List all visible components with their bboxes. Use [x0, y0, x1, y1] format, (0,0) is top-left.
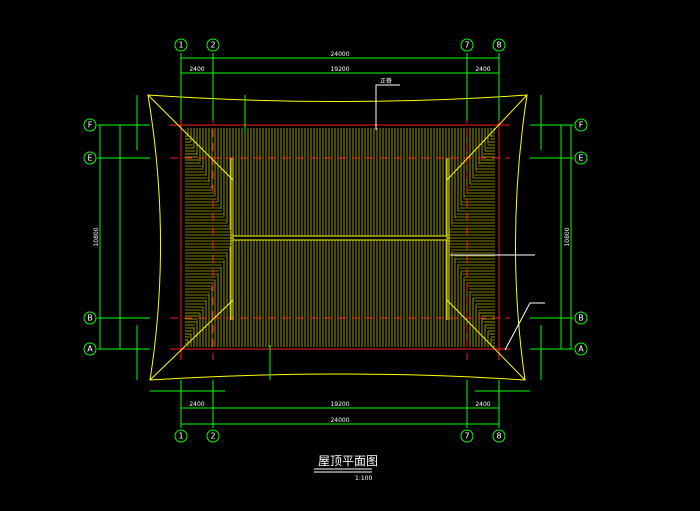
dim-top-left: 2400 [189, 66, 204, 73]
grid-bubble-row-E: E [83, 151, 97, 165]
drawing-title: 屋顶平面图 [318, 454, 378, 468]
svg-text:1: 1 [178, 432, 183, 441]
svg-text:F: F [579, 121, 584, 130]
svg-text:2: 2 [210, 41, 215, 50]
grid-bubble-col-1: 1 [174, 429, 188, 443]
grid-bubble-row-A: A [574, 342, 588, 356]
svg-text:7: 7 [464, 432, 469, 441]
svg-text:A: A [87, 345, 93, 354]
svg-text:8: 8 [496, 432, 501, 441]
dim-bottom-middle: 19200 [330, 401, 349, 408]
grid-bubble-col-7: 7 [460, 429, 474, 443]
leader-lines [375, 84, 545, 351]
svg-text:B: B [87, 314, 93, 323]
drawing-scale: 1:100 [355, 475, 372, 482]
grid-bubble-col-1: 1 [174, 38, 188, 52]
grid-bubble-col-8: 8 [492, 38, 506, 52]
grid-bubble-row-E: E [574, 151, 588, 165]
axis-lines [170, 115, 510, 360]
svg-text:7: 7 [464, 41, 469, 50]
svg-text:F: F [88, 121, 93, 130]
svg-text:E: E [578, 154, 583, 163]
grid-bubble-col-2: 2 [206, 429, 220, 443]
svg-text:B: B [578, 314, 584, 323]
svg-text:8: 8 [496, 41, 501, 50]
svg-text:1: 1 [178, 41, 183, 50]
svg-text:E: E [87, 154, 92, 163]
grid-bubble-col-2: 2 [206, 38, 220, 52]
grid-bubble-row-F: F [574, 118, 588, 132]
roof-outline [147, 94, 528, 381]
svg-text:A: A [578, 345, 584, 354]
dim-bottom-total: 24000 [330, 417, 349, 424]
grid-bubble-row-B: B [83, 311, 97, 325]
grid-bubble-col-7: 7 [460, 38, 474, 52]
dim-bottom-right: 2400 [475, 401, 490, 408]
dim-right-total: 10800 [564, 227, 571, 246]
dim-left-total: 10800 [93, 227, 100, 246]
grid-bubble-row-A: A [83, 342, 97, 356]
grid-bubble-row-F: F [83, 118, 97, 132]
roof-tile-hatching [185, 128, 495, 347]
grid-bubble-col-8: 8 [492, 429, 506, 443]
svg-text:2: 2 [210, 432, 215, 441]
dim-top-total: 24000 [330, 51, 349, 58]
dim-top-right: 2400 [475, 66, 490, 73]
grid-bubble-row-B: B [574, 311, 588, 325]
dim-bottom-left: 2400 [189, 401, 204, 408]
ridge-label: 正脊 [380, 77, 392, 85]
dimension-lines [98, 53, 573, 428]
dim-top-middle: 19200 [330, 66, 349, 73]
